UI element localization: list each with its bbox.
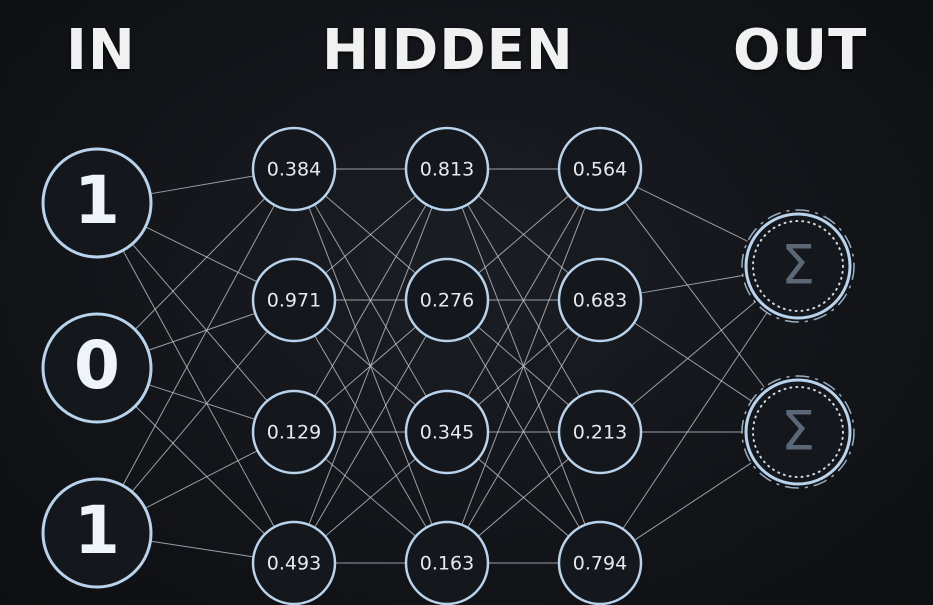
output-node-0: Σ	[741, 209, 855, 323]
hidden-node-value: 0.345	[420, 422, 474, 444]
hidden-node-value: 0.384	[267, 159, 321, 181]
input-node-value: 0	[74, 327, 120, 404]
hidden-node-l1-2: 0.345	[404, 389, 490, 475]
hidden-node-l1-1: 0.276	[404, 257, 490, 343]
connection-h1n3-h2n0	[461, 207, 586, 525]
hidden-node-circle	[404, 257, 490, 343]
sigma-icon: Σ	[781, 400, 815, 463]
hidden-node-value: 0.564	[573, 159, 627, 181]
connection-in2-h0n2	[144, 450, 258, 509]
connection-in2-h0n1	[131, 330, 268, 493]
hidden-node-circle	[557, 520, 643, 605]
hidden-node-circle	[251, 257, 337, 343]
input-layer-heading: IN	[66, 18, 136, 83]
hidden-node-l1-3: 0.163	[404, 520, 490, 605]
hidden-node-l0-0: 0.384	[251, 126, 337, 212]
hidden-node-circle	[557, 389, 643, 475]
input-node-circle	[41, 147, 153, 259]
output-layer-heading: OUT	[733, 18, 868, 83]
hidden-node-value: 0.163	[420, 553, 474, 575]
hidden-node-value: 0.213	[573, 422, 627, 444]
hidden-node-value: 0.813	[420, 159, 474, 181]
connections	[122, 168, 768, 564]
connection-h2n0-out0	[636, 186, 748, 242]
input-node-1: 0	[41, 312, 153, 424]
connection-h2n1-out0	[640, 274, 743, 294]
connection-h1n1-h2n0	[477, 195, 570, 274]
hidden-node-circle	[557, 126, 643, 212]
connection-h0n1-h1n0	[324, 195, 417, 274]
hidden-node-circle	[251, 520, 337, 605]
hidden-node-l2-1: 0.683	[557, 257, 643, 343]
hidden-node-value: 0.129	[267, 422, 321, 444]
output-node-dotted-ring	[752, 220, 844, 312]
connection-in2-h0n0	[122, 204, 275, 486]
connection-h0n3-h1n0	[308, 207, 433, 525]
hidden-node-l0-3: 0.493	[251, 520, 337, 605]
connection-h2n3-out1	[633, 462, 752, 541]
hidden-node-circle	[251, 389, 337, 475]
hidden-node-l2-3: 0.794	[557, 520, 643, 605]
hidden-node-circle	[404, 520, 490, 605]
connection-h1n3-h2n2	[477, 458, 570, 537]
hidden-node-value: 0.971	[267, 290, 321, 312]
hidden-layer-heading: HIDDEN	[322, 18, 574, 83]
input-node-circle	[41, 477, 153, 589]
input-node-value: 1	[74, 492, 120, 569]
hidden-node-l2-2: 0.213	[557, 389, 643, 475]
hidden-node-value: 0.683	[573, 290, 627, 312]
hidden-node-circle	[404, 126, 490, 212]
hidden-node-l0-2: 0.129	[251, 389, 337, 475]
connection-h2n0-out1	[624, 201, 765, 388]
input-node-circle	[41, 312, 153, 424]
connection-in0-h0n1	[145, 226, 258, 283]
hidden-node-l1-0: 0.813	[404, 126, 490, 212]
sigma-icon: Σ	[781, 234, 815, 297]
output-node-outer-ring	[741, 375, 855, 489]
connection-h2n3-out0	[622, 312, 768, 530]
connection-in0-h0n3	[122, 250, 275, 528]
connection-in1-h0n1	[147, 312, 256, 351]
connection-in1-h0n0	[134, 197, 266, 330]
hidden-node-l2-0: 0.564	[557, 126, 643, 212]
output-node-circle	[744, 378, 852, 486]
input-node-2: 1	[41, 477, 153, 589]
input-node-value: 1	[74, 162, 120, 239]
hidden-node-circle	[404, 389, 490, 475]
connection-in0-h0n2	[131, 243, 268, 402]
connection-h0n3-h1n1	[314, 335, 427, 528]
connection-in2-h0n3	[150, 540, 254, 558]
connection-h2n2-out0	[631, 301, 756, 407]
output-node-outer-ring	[741, 209, 855, 323]
hidden-node-circle	[251, 126, 337, 212]
connection-h1n3-h2n1	[467, 335, 580, 528]
connection-h2n1-out1	[633, 322, 752, 402]
hidden-node-value: 0.276	[420, 290, 474, 312]
hidden-node-circle	[557, 257, 643, 343]
connection-h0n2-h1n0	[314, 204, 427, 397]
input-node-0: 1	[41, 147, 153, 259]
output-node-circle	[744, 212, 852, 320]
connection-in0-h0n0	[150, 175, 254, 195]
hidden-node-l0-1: 0.971	[251, 257, 337, 343]
connection-in1-h0n2	[148, 384, 256, 420]
output-node-1: Σ	[741, 375, 855, 489]
connection-h0n3-h1n2	[324, 458, 417, 537]
neurons: 1 0 1 0.384 0.971 0.129 0.493 0.813 0.276 0.345 0.…	[41, 126, 855, 605]
output-node-dotted-ring	[752, 386, 844, 478]
hidden-node-value: 0.493	[267, 553, 321, 575]
hidden-node-value: 0.794	[573, 553, 627, 575]
connection-in1-h0n3	[135, 405, 266, 535]
connection-h1n2-h2n0	[467, 204, 580, 397]
